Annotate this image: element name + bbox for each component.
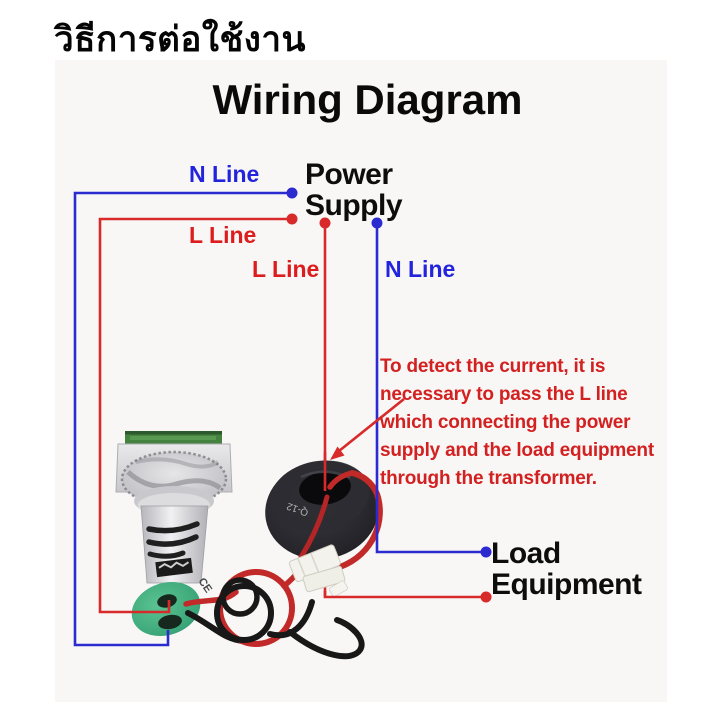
label-l-line-mid: L Line [252,256,320,282]
indicator-device-photo: CE [115,431,233,636]
wire-connector [302,565,346,593]
label-l-line-top: L Line [189,222,257,248]
current-transformer-photo: Q-12 [265,460,383,570]
base-terminal-hole-bottom [158,614,182,630]
n-line-wire-to-load [375,223,486,554]
red-wire [183,589,239,607]
device-green-base [131,582,201,636]
l-line-wire-to-device [98,217,292,614]
label-n-line-top: N Line [189,161,260,187]
wire-connector-small [328,580,348,597]
node-dot-red [286,213,298,225]
node-dot-blue [371,217,383,229]
thai-title: วิธีการต่อใช้งาน [54,20,306,59]
label-load-equipment: Load Equipment [491,537,642,601]
diagram-title: Wiring Diagram [212,76,523,123]
black-wire-loop [214,583,274,643]
node-dot-red [480,591,492,603]
vent-slot [146,534,199,547]
wire-cluster-photo [183,544,365,660]
device-terminal-slot [155,557,193,578]
node-dot-blue [286,187,298,199]
annotation-arrow [330,397,405,460]
vent-slot [146,521,200,534]
label-power-supply: Power Supply [305,158,403,222]
node-dot-blue [480,546,492,558]
l-line-wire-to-load [323,591,486,599]
wire-connector [288,544,341,583]
label-n-line-mid: N Line [385,256,456,282]
note-text: To detect the current, it is necessary t… [380,356,654,489]
vent-slot [147,550,186,559]
n-line-wire-to-device [73,191,292,647]
base-terminal-hole-top [157,594,177,608]
node-dot-red [319,217,331,229]
